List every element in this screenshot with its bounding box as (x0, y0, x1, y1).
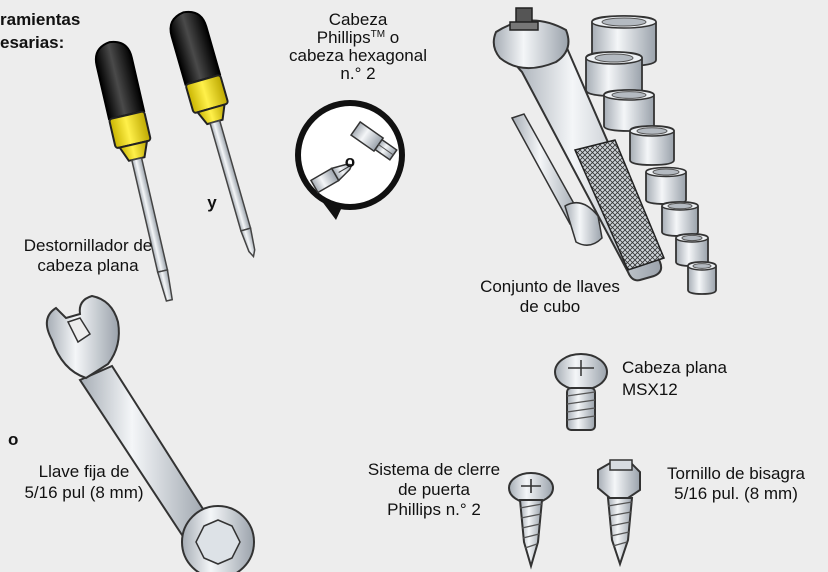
combination-wrench-icon (45, 294, 255, 572)
extension-bar-icon (510, 113, 603, 246)
ratchet-icon (492, 7, 666, 282)
wrench-label-1: Llave fija de (38, 462, 130, 481)
flat-screw-label-2: MSX12 (622, 380, 678, 399)
and-label: y (207, 193, 217, 212)
door-latch-label-3: Phillips n.° 2 (387, 500, 481, 519)
bit-label-line-4: n.° 2 (340, 64, 376, 83)
phillips-screwdriver-icon (169, 10, 256, 259)
socket-set-icon (585, 15, 717, 295)
bit-label-line-2: PhillipsTM o (316, 28, 400, 47)
door-latch-screw-icon (508, 472, 554, 570)
bit-or-label: o (344, 152, 356, 171)
wrench-or-label: o (8, 430, 19, 449)
flat-screwdriver-label-2: cabeza plana (37, 256, 139, 275)
hinge-screw-label-2: 5/16 pul. (8 mm) (674, 484, 798, 503)
bit-label-line-3: cabeza hexagonal (288, 46, 427, 65)
hinge-screw-icon (597, 459, 641, 568)
wrench-label-2: 5/16 pul (8 mm) (24, 483, 144, 502)
header-line-2: esarias: (0, 33, 65, 52)
flat-head-screw-icon (554, 353, 608, 431)
door-latch-label-2: de puerta (398, 480, 470, 499)
flat-screw-label-1: Cabeza plana (622, 358, 727, 377)
hinge-screw-label-1: Tornillo de bisagra (667, 464, 805, 483)
flat-screwdriver-icon (94, 40, 174, 302)
phillips-bit-icon (309, 163, 353, 194)
header-line-1: ramientas (0, 10, 81, 29)
bit-label-line-1: Cabeza (328, 10, 388, 29)
hex-bit-icon (349, 120, 398, 161)
door-latch-label-1: Sistema de clerre (367, 460, 501, 479)
socket-set-label-1: Conjunto de llaves (480, 277, 620, 296)
socket-set-label-2: de cubo (519, 297, 581, 316)
flat-screwdriver-label-1: Destornillador de (23, 236, 153, 255)
